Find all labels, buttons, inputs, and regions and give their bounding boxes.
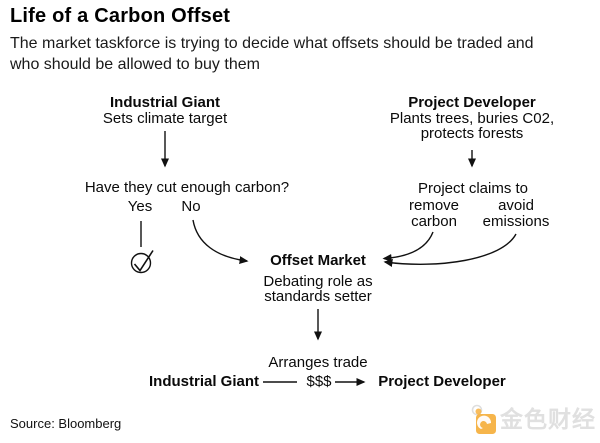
arranges-trade-label: Arranges trade bbox=[268, 354, 368, 371]
project-developer-name: Project Developer bbox=[408, 94, 536, 111]
curve-avoid-to-offset-market bbox=[383, 233, 517, 267]
watermark-text: 金色财经 bbox=[500, 405, 596, 432]
curve-no-to-offset-market bbox=[192, 219, 249, 265]
remove-carbon-line-1: remove bbox=[408, 197, 460, 214]
industrial-giant-name: Industrial Giant bbox=[109, 94, 220, 111]
no-label: No bbox=[181, 198, 201, 215]
check-mark-icon bbox=[133, 250, 154, 272]
watermark: 金色财经 bbox=[470, 401, 596, 437]
remove-carbon-line-2: carbon bbox=[411, 212, 457, 230]
industrial-giant-description: Sets climate target bbox=[102, 109, 228, 127]
node-offset-market: Offset Market Debating role as standards… bbox=[263, 253, 372, 305]
project-developer-description-2: protects forests bbox=[420, 125, 524, 142]
node-industrial-giant: Industrial Giant Sets climate target bbox=[103, 95, 227, 126]
project-claims-label: Project claims to bbox=[417, 180, 529, 197]
source-label: Source: Bloomberg bbox=[10, 416, 122, 431]
offset-market-description-2: standards setter bbox=[264, 288, 372, 305]
question-label: Have they cut enough carbon? bbox=[84, 179, 290, 196]
check-circle-icon bbox=[130, 252, 152, 274]
curve-remove-to-offset-market bbox=[382, 231, 434, 262]
page-subtitle: The market taskforce is trying to decide… bbox=[10, 33, 534, 75]
trade-seller-label: Project Developer bbox=[378, 373, 506, 390]
subtitle-line-1: The market taskforce is trying to decide… bbox=[10, 35, 534, 52]
watermark-logo-icon bbox=[471, 404, 496, 434]
subtitle-line-2: who should be allowed to buy them bbox=[10, 56, 260, 73]
trade-payment-label: $$$ bbox=[306, 373, 332, 390]
trade-buyer-label: Industrial Giant bbox=[148, 373, 260, 390]
avoid-emissions-line-1: avoid bbox=[498, 197, 534, 214]
node-project-developer: Project Developer Plants trees, buries C… bbox=[390, 95, 554, 142]
remove-carbon-label: remove carbon bbox=[409, 198, 459, 229]
project-developer-description-1: Plants trees, buries C02, bbox=[389, 109, 555, 127]
offset-market-description-1: Debating role as bbox=[263, 272, 373, 290]
offset-market-name: Offset Market bbox=[270, 252, 366, 269]
yes-label: Yes bbox=[127, 198, 153, 215]
avoid-emissions-label: avoid emissions bbox=[483, 198, 550, 229]
page-title: Life of a Carbon Offset bbox=[10, 5, 231, 27]
avoid-emissions-line-2: emissions bbox=[482, 212, 550, 230]
